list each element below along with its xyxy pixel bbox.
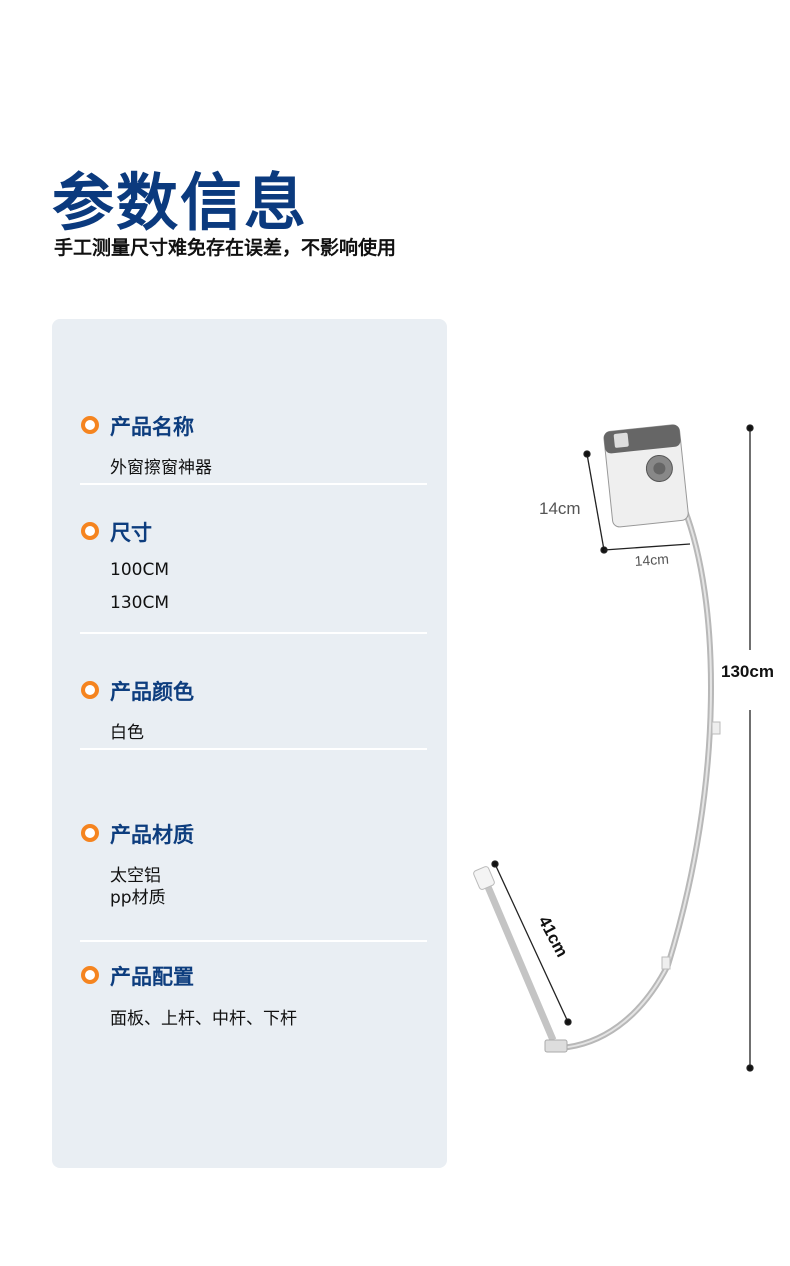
divider: [80, 483, 427, 485]
lower-pole-label: 41cm: [534, 913, 571, 960]
spec-value: 130CM: [110, 593, 169, 613]
lower-pole: [479, 873, 557, 1042]
spec-label: 产品名称: [110, 415, 194, 439]
divider: [80, 632, 427, 634]
dimension-lines: [491, 424, 754, 1072]
divider: [80, 940, 427, 942]
spec-value: 100CM: [110, 560, 169, 580]
spec-panel: [52, 319, 447, 1168]
bullet-icon: [81, 416, 99, 434]
page-title: 参数信息: [52, 166, 309, 239]
spec-label: 产品材质: [110, 823, 194, 847]
spec-label: 产品配置: [110, 965, 194, 989]
spec-label: 产品颜色: [110, 680, 194, 704]
main-pole: [559, 506, 714, 1051]
spec-value: 白色: [110, 723, 144, 743]
bullet-icon: [81, 522, 99, 540]
page-subtitle: 手工测量尺寸难免存在误差，不影响使用: [54, 237, 397, 259]
spec-value: pp材质: [110, 888, 166, 908]
panel-height-label: 14cm: [539, 499, 581, 518]
divider: [80, 748, 427, 750]
bullet-icon: [81, 681, 99, 699]
mop-panel: [603, 424, 689, 528]
spec-value: 太空铝: [110, 866, 161, 886]
total-length-label: 130cm: [721, 662, 774, 681]
spec-label: 尺寸: [110, 521, 152, 545]
panel-width-label: 14cm: [634, 551, 669, 569]
joint: [544, 1039, 568, 1053]
bullet-icon: [81, 966, 99, 984]
spec-value: 外窗擦窗神器: [110, 458, 212, 478]
spec-value: 面板、上杆、中杆、下杆: [110, 1009, 297, 1029]
bullet-icon: [81, 824, 99, 842]
